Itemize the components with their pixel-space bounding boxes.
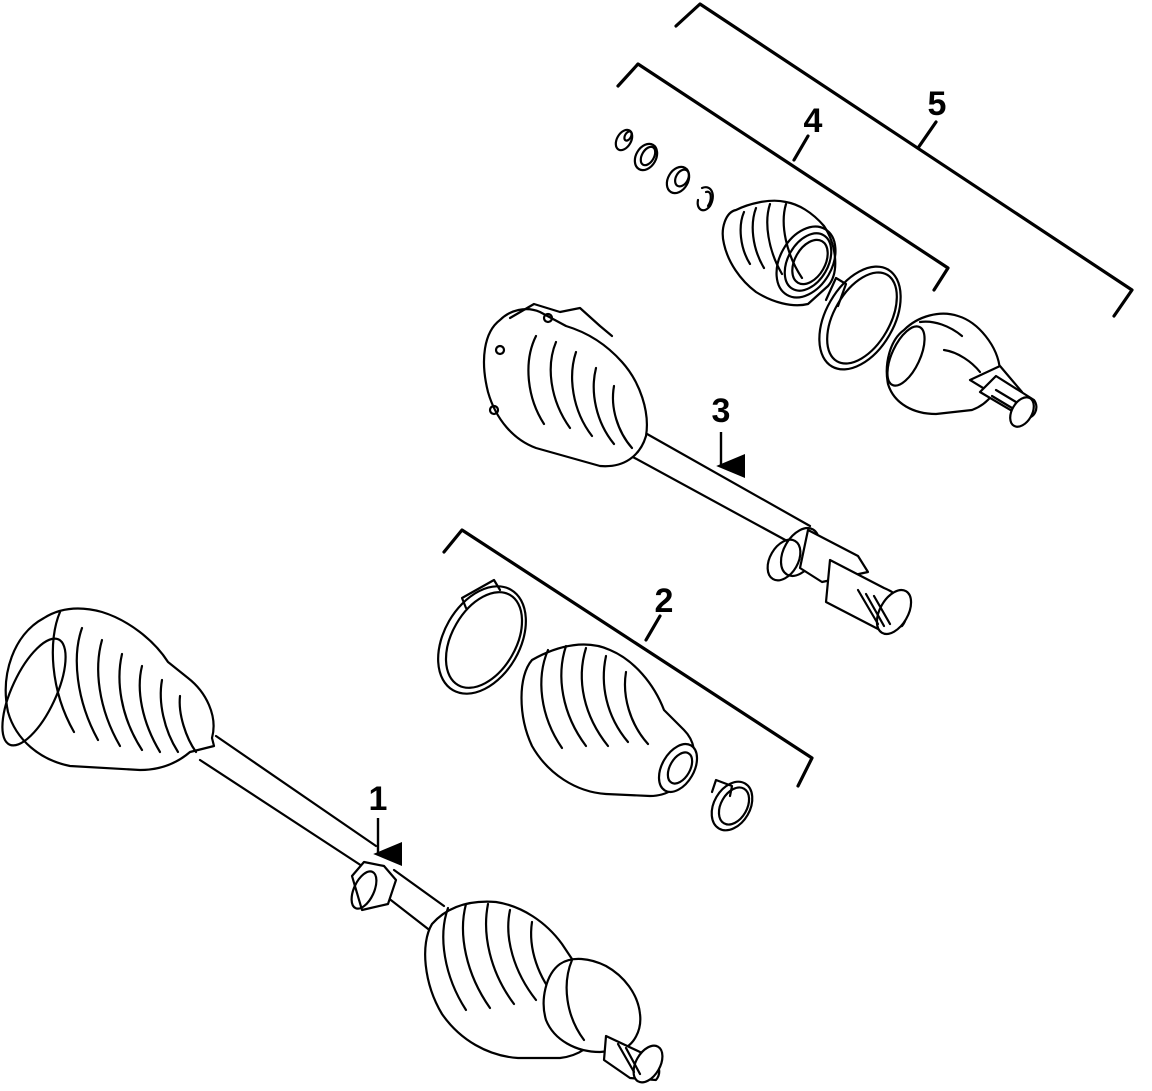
kit2-boot bbox=[520, 643, 699, 798]
bracket-2 bbox=[442, 528, 814, 788]
kit4-clamp-band bbox=[818, 265, 902, 371]
callout-1: 1 bbox=[369, 780, 388, 818]
callout-4: 4 bbox=[804, 102, 823, 140]
kit5-cv-joint bbox=[885, 312, 1038, 428]
snap-ring-part bbox=[696, 186, 714, 212]
small-clip-part bbox=[614, 128, 634, 152]
o-ring-part bbox=[633, 142, 659, 172]
kit2-clamp-band bbox=[437, 578, 527, 695]
washer-part bbox=[665, 165, 691, 195]
callout-2: 2 bbox=[655, 582, 674, 620]
half-shaft-assembly-1 bbox=[1, 607, 664, 1084]
kit4-boot bbox=[721, 199, 837, 307]
half-shaft-assembly-3 bbox=[482, 302, 913, 636]
kit2-small-clamp bbox=[710, 778, 754, 832]
callout-5: 5 bbox=[928, 85, 947, 123]
callout-3: 3 bbox=[712, 392, 731, 430]
bracket-4 bbox=[616, 62, 950, 292]
bracket-5 bbox=[674, 2, 1134, 318]
